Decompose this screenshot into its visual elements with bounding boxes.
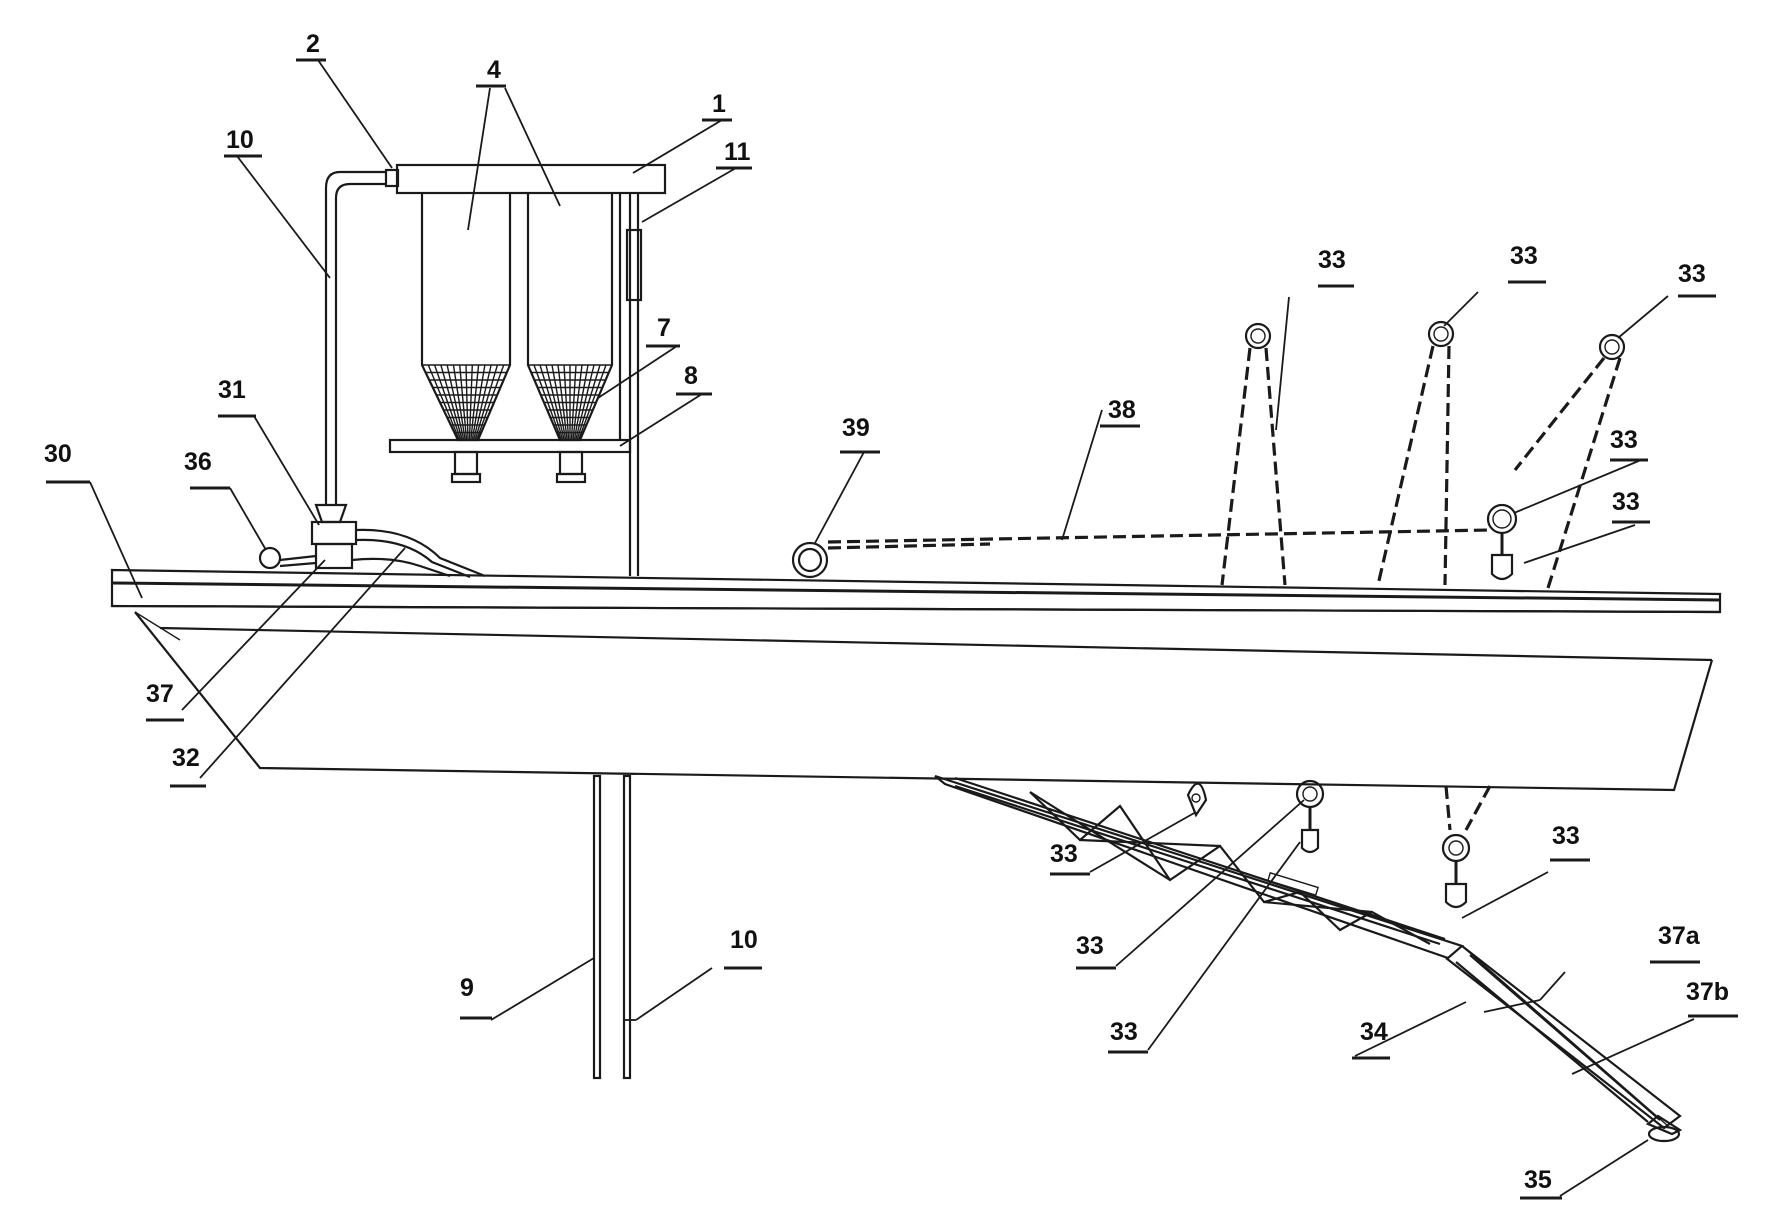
label-10-upper: 10: [226, 126, 254, 154]
label-37: 37: [146, 680, 174, 708]
vertical-pipes: [594, 776, 630, 1078]
label-4: 4: [487, 56, 501, 84]
label-31: 31: [218, 376, 246, 404]
label-36: 36: [184, 448, 212, 476]
label-35: 35: [1524, 1166, 1552, 1194]
label-1: 1: [712, 90, 726, 118]
hopper-assembly: [386, 165, 665, 576]
label-34: 34: [1360, 1018, 1388, 1046]
labels: 2 4 1 11 10 7 8 31 30 36 37 32 39 38 33 …: [44, 30, 1738, 1198]
label-8: 8: [684, 362, 698, 390]
label-10-lower: 10: [730, 926, 758, 954]
label-33-frame3: 33: [1678, 260, 1706, 288]
label-33-frame1: 33: [1318, 246, 1346, 274]
label-33-frame2: 33: [1510, 242, 1538, 270]
label-39: 39: [842, 414, 870, 442]
ladder-hangers: [1188, 781, 1490, 907]
label-32: 32: [172, 744, 200, 772]
label-33-bracket: 33: [1612, 488, 1640, 516]
pump-assembly: [260, 505, 485, 577]
label-9: 9: [460, 974, 474, 1002]
label-7: 7: [657, 314, 671, 342]
boat-hull: [112, 570, 1720, 790]
leader-lines: [90, 60, 1694, 1196]
label-33-hanger4: 33: [1552, 822, 1580, 850]
label-33-hanger2: 33: [1076, 932, 1104, 960]
label-2: 2: [306, 30, 320, 58]
label-33-hanger1: 33: [1050, 840, 1078, 868]
label-38: 38: [1108, 396, 1136, 424]
label-30: 30: [44, 440, 72, 468]
label-11: 11: [724, 138, 751, 166]
label-33-hanger3: 33: [1110, 1018, 1138, 1046]
label-37a: 37a: [1658, 922, 1701, 950]
pipe-10: [326, 172, 386, 505]
label-37b: 37b: [1686, 978, 1729, 1006]
label-33-winch: 33: [1610, 426, 1638, 454]
